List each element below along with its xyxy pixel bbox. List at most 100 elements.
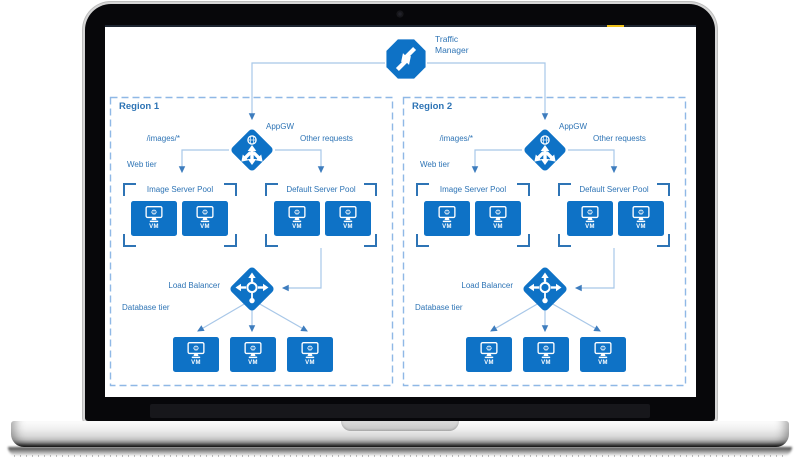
vm-icon [299,342,321,359]
vm-label: VM [541,360,551,366]
images-route-label: /images/* [146,134,180,143]
vm-label: VM [200,224,210,230]
vm-icon [478,342,500,359]
webcam-icon [397,11,403,17]
laptop-shadow [8,447,792,456]
vm-label: VM [484,360,494,366]
web-tier-label: Web tier [420,160,450,169]
vm-label: VM [442,224,452,230]
vm-label: VM [191,360,201,366]
vm-icon [143,206,165,223]
pool-corner [224,183,237,196]
laptop-shadow-dots [14,455,786,457]
load-balancer-label: Load Balancer [461,281,513,290]
other-requests-label: Other requests [593,134,646,143]
load-balancer-label: Load Balancer [168,281,220,290]
vm-label: VM [149,224,159,230]
vm-icon [579,206,601,223]
pool-corner [558,183,571,196]
vm-tile: VM [325,201,371,236]
vm-icon [592,342,614,359]
appgw-label: AppGW [266,122,295,131]
appgw-icon [522,127,568,173]
vm-icon [337,206,359,223]
default-server-pool: Default Server Pool VM VM [558,183,670,247]
database-tier-label: Database tier [122,303,170,312]
image-server-pool: Image Server Pool VM VM [416,183,530,247]
pool-corner [123,183,136,196]
vm-tile: VM [182,201,228,236]
laptop-base [11,421,789,447]
vm-label: VM [343,224,353,230]
vm-label: VM [292,224,302,230]
vm-icon [194,206,216,223]
pool-corner [416,234,429,247]
vm-icon [535,342,557,359]
image-server-pool: Image Server Pool VM VM [123,183,237,247]
vm-icon [185,342,207,359]
region-2-border [402,96,687,387]
vm-icon [242,342,264,359]
load-balancer-icon [228,265,276,313]
vm-tile: VM [618,201,664,236]
vm-icon [436,206,458,223]
load-balancer-icon [521,265,569,313]
vm-tile: VM [287,337,333,372]
vm-label: VM [493,224,503,230]
vm-label: VM [248,360,258,366]
pool-corner [517,234,530,247]
vm-tile: VM [475,201,521,236]
vm-tile: VM [274,201,320,236]
region-1: Region 1 AppGW /images/* Other requests … [110,97,392,385]
pool-corner [657,234,670,247]
vm-tile: VM [466,337,512,372]
database-tier-label: Database tier [415,303,463,312]
vm-icon [286,206,308,223]
pool-corner [364,183,377,196]
traffic-manager-label: Traffic Manager [435,34,469,55]
appgw-icon [229,127,275,173]
pool-corner [657,183,670,196]
region-label: Region 2 [412,101,453,112]
pool-title: Default Server Pool [286,185,356,194]
pool-corner [123,234,136,247]
vm-label: VM [585,224,595,230]
vm-tile: VM [131,201,177,236]
vm-tile: VM [424,201,470,236]
pool-corner [265,234,278,247]
pool-title: Default Server Pool [579,185,649,194]
pool-title: Image Server Pool [439,185,507,194]
laptop-base-notch [341,421,459,431]
vm-label: VM [305,360,315,366]
connector-lines [109,62,687,387]
region-label: Region 1 [119,101,160,112]
screen-top-edge [105,25,696,27]
screen-top-artifact [607,25,624,27]
pool-corner [364,234,377,247]
vm-icon [487,206,509,223]
pool-corner [558,234,571,247]
pool-corner [416,183,429,196]
default-server-pool: Default Server Pool VM VM [265,183,377,247]
region-1-border [109,96,394,387]
other-requests-label: Other requests [300,134,353,143]
vm-tile: VM [173,337,219,372]
pool-corner [265,183,278,196]
appgw-label: AppGW [559,122,588,131]
vm-label: VM [636,224,646,230]
vm-icon [630,206,652,223]
images-route-label: /images/* [439,134,473,143]
laptop-screen: Traffic Manager Region 1 AppGW /images/*… [105,27,696,397]
vm-tile: VM [523,337,569,372]
pool-corner [224,234,237,247]
web-tier-label: Web tier [127,160,157,169]
vm-tile: VM [567,201,613,236]
traffic-manager-icon [385,38,427,80]
vm-label: VM [598,360,608,366]
pool-corner [517,183,530,196]
vm-tile: VM [580,337,626,372]
region-2: Region 2 AppGW /images/* Other requests … [403,97,685,385]
pool-title: Image Server Pool [146,185,214,194]
vm-tile: VM [230,337,276,372]
